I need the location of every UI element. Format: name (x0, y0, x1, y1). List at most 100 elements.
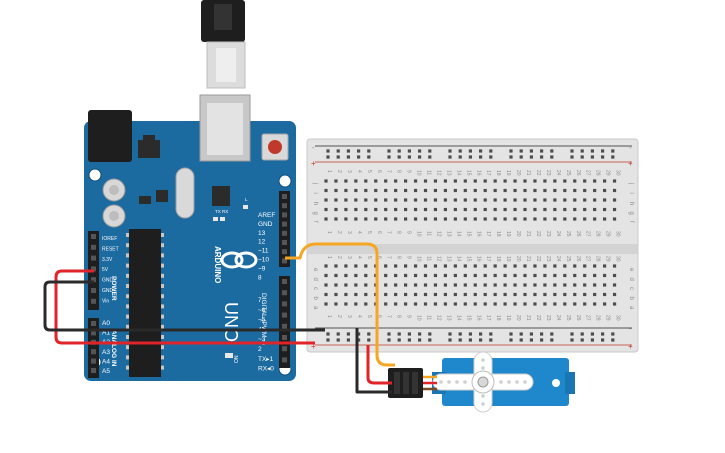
breadboard-hole[interactable] (324, 188, 328, 193)
breadboard-hole[interactable] (387, 332, 391, 336)
breadboard-hole[interactable] (612, 283, 617, 287)
breadboard-hole[interactable] (448, 338, 452, 342)
breadboard-hole[interactable] (543, 264, 547, 268)
breadboard-hole[interactable] (590, 149, 594, 153)
breadboard-hole[interactable] (344, 264, 348, 268)
header-pin[interactable] (91, 368, 96, 373)
breadboard-hole[interactable] (357, 155, 361, 159)
breadboard-hole[interactable] (384, 273, 388, 278)
breadboard-hole[interactable] (418, 332, 422, 336)
breadboard-hole[interactable] (453, 283, 457, 287)
breadboard-hole[interactable] (523, 198, 527, 202)
breadboard-hole[interactable] (354, 283, 358, 287)
header-pin[interactable] (282, 323, 287, 329)
breadboard-hole[interactable] (553, 264, 557, 268)
breadboard-hole[interactable] (433, 283, 438, 287)
breadboard-hole[interactable] (493, 188, 497, 193)
breadboard-hole[interactable] (418, 338, 422, 342)
breadboard-hole[interactable] (404, 283, 408, 287)
breadboard-hole[interactable] (503, 179, 507, 183)
breadboard-hole[interactable] (387, 149, 391, 153)
breadboard-hole[interactable] (423, 273, 428, 278)
breadboard-hole[interactable] (428, 338, 432, 342)
breadboard-hole[interactable] (583, 217, 587, 221)
breadboard-hole[interactable] (573, 207, 577, 212)
breadboard-hole[interactable] (543, 302, 547, 306)
breadboard-hole[interactable] (324, 264, 328, 268)
header-pin[interactable] (282, 279, 287, 284)
breadboard-hole[interactable] (533, 264, 537, 268)
breadboard-hole[interactable] (593, 292, 597, 297)
signal-wire[interactable] (285, 242, 395, 367)
breadboard-hole[interactable] (540, 149, 544, 153)
breadboard-hole[interactable] (354, 179, 358, 183)
breadboard-hole[interactable] (404, 198, 408, 202)
breadboard-hole[interactable] (563, 179, 567, 183)
breadboard-hole[interactable] (344, 273, 348, 278)
power-wire-5v[interactable] (54, 269, 315, 345)
breadboard-hole[interactable] (423, 283, 428, 287)
breadboard-hole[interactable] (611, 338, 615, 342)
breadboard-hole[interactable] (573, 292, 577, 297)
breadboard-hole[interactable] (364, 179, 368, 183)
breadboard-hole[interactable] (404, 292, 408, 297)
breadboard-hole[interactable] (519, 332, 523, 336)
breadboard-hole[interactable] (612, 179, 617, 183)
breadboard-hole[interactable] (463, 198, 467, 202)
breadboard-hole[interactable] (423, 264, 428, 268)
breadboard-hole[interactable] (443, 283, 447, 287)
breadboard-hole[interactable] (334, 283, 338, 287)
breadboard-hole[interactable] (543, 179, 547, 183)
breadboard-hole[interactable] (533, 207, 537, 212)
breadboard-hole[interactable] (612, 264, 617, 268)
breadboard-hole[interactable] (384, 292, 388, 297)
breadboard-hole[interactable] (394, 273, 398, 278)
breadboard-hole[interactable] (543, 273, 547, 278)
breadboard-hole[interactable] (513, 283, 517, 287)
breadboard-hole[interactable] (503, 264, 507, 268)
breadboard-hole[interactable] (570, 332, 574, 336)
breadboard-hole[interactable] (397, 338, 401, 342)
breadboard-hole[interactable] (384, 283, 388, 287)
breadboard-hole[interactable] (509, 155, 513, 159)
breadboard-hole[interactable] (523, 217, 527, 221)
breadboard-hole[interactable] (413, 273, 418, 278)
ground-wire[interactable] (43, 280, 325, 332)
header-pin[interactable] (282, 312, 287, 318)
breadboard-hole[interactable] (374, 188, 378, 193)
breadboard-hole[interactable] (394, 179, 398, 183)
header-pin[interactable] (282, 212, 287, 218)
breadboard-hole[interactable] (543, 188, 547, 193)
breadboard-hole[interactable] (423, 188, 428, 193)
breadboard-hole[interactable] (583, 179, 587, 183)
breadboard-hole[interactable] (529, 338, 533, 342)
breadboard-hole[interactable] (489, 149, 493, 153)
breadboard-hole[interactable] (590, 332, 594, 336)
breadboard-hole[interactable] (473, 264, 477, 268)
breadboard-hole[interactable] (529, 149, 533, 153)
header-pin[interactable] (91, 244, 96, 250)
breadboard-hole[interactable] (590, 338, 594, 342)
breadboard-hole[interactable] (513, 217, 517, 221)
breadboard-hole[interactable] (483, 179, 487, 183)
breadboard-hole[interactable] (593, 198, 597, 202)
breadboard-hole[interactable] (580, 149, 584, 153)
breadboard-hole[interactable] (336, 155, 340, 159)
breadboard-hole[interactable] (364, 302, 368, 306)
breadboard-hole[interactable] (334, 302, 338, 306)
breadboard-hole[interactable] (387, 155, 391, 159)
breadboard-hole[interactable] (324, 207, 328, 212)
breadboard-hole[interactable] (433, 292, 438, 297)
breadboard-hole[interactable] (326, 332, 330, 336)
breadboard-hole[interactable] (513, 264, 517, 268)
breadboard-hole[interactable] (397, 155, 401, 159)
breadboard-hole[interactable] (563, 283, 567, 287)
breadboard-hole[interactable] (601, 332, 605, 336)
breadboard-hole[interactable] (473, 217, 477, 221)
breadboard-hole[interactable] (489, 155, 493, 159)
breadboard-hole[interactable] (428, 332, 432, 336)
breadboard-hole[interactable] (489, 338, 493, 342)
breadboard-hole[interactable] (479, 149, 483, 153)
breadboard-hole[interactable] (354, 217, 358, 221)
breadboard-hole[interactable] (413, 179, 418, 183)
